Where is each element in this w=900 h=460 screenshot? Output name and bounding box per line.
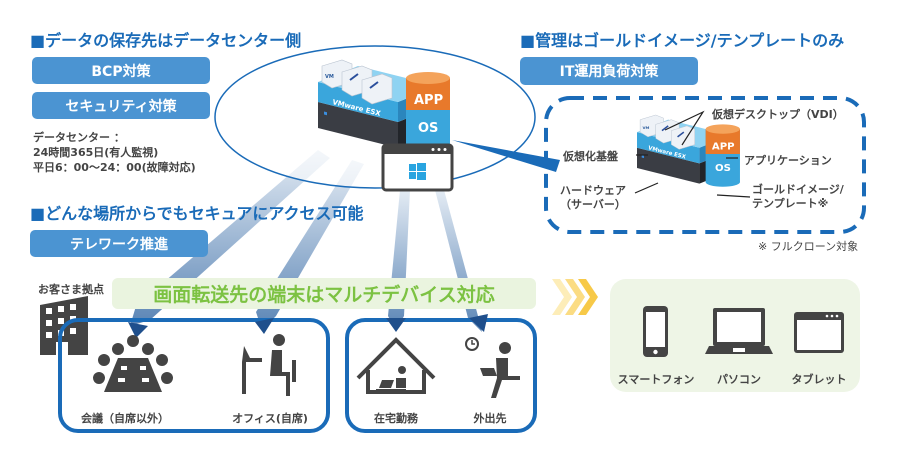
smartphone-icon	[643, 306, 668, 357]
vm-label: VM	[325, 74, 334, 80]
os-label: OS	[418, 121, 438, 136]
golden-image-label: ゴールドイメージ/ テンプレート※	[752, 183, 844, 211]
outside-worker-icon	[465, 337, 520, 398]
server-detail-icon: VMware ESX VM APP OS	[636, 114, 741, 188]
remote-group	[345, 318, 537, 433]
hardware-label: ハードウェア （サーバー）	[560, 184, 626, 212]
virtualization-label: 仮想化基盤	[563, 150, 618, 163]
tablet-window-icon	[794, 312, 844, 353]
chevron-right-icon	[552, 279, 598, 315]
customer-site-group	[58, 318, 330, 433]
callout-pointer	[452, 140, 560, 172]
datacenter-line: データセンター ：	[33, 131, 125, 144]
datacenter-heading: ■データの保存先はデータセンター側	[30, 31, 302, 50]
it-ops-pill: IT運用負荷対策	[520, 57, 698, 85]
os-label-detail: OS	[715, 163, 731, 174]
bcp-pill: BCP対策	[32, 57, 210, 84]
laptop-icon	[705, 308, 773, 354]
datacenter-line: 平日6：00～24：00(故障対応)	[33, 161, 196, 174]
golden-line: テンプレート※	[752, 197, 829, 210]
home-office-icon	[356, 337, 436, 394]
datacenter-info: データセンター ： 24時間365日(有人監視) 平日6：00～24：00(故障…	[33, 130, 196, 175]
device-label-smartphone: スマートフォン	[617, 373, 695, 386]
customer-site-label: お客さま拠点	[38, 283, 104, 296]
full-clone-footnote: ※ フルクローン対象	[758, 240, 859, 253]
application-label: アプリケーション	[744, 154, 832, 167]
device-label-pc: パソコン	[717, 373, 761, 386]
arrowheads	[128, 314, 488, 338]
leader-lines	[634, 110, 751, 198]
app-label-detail: APP	[712, 141, 735, 152]
meeting-icon	[93, 335, 173, 392]
hardware-line: （サーバー）	[560, 198, 626, 211]
gold-image-dashed-box	[544, 96, 866, 234]
office-worker-icon	[242, 334, 296, 396]
hardware-line: ハードウェア	[560, 184, 626, 197]
server-icon: VMware ESX VM APP OS	[317, 59, 451, 153]
access-heading: ■どんな場所からでもセキュアにアクセス可能	[30, 204, 364, 223]
management-heading: ■管理はゴールドイメージ/テンプレートのみ	[520, 31, 845, 50]
location-label-outside: 外出先	[473, 412, 507, 425]
location-label-home: 在宅勤務	[374, 412, 418, 425]
windows-window-icon	[381, 143, 454, 192]
device-label-tablet: タブレット	[791, 373, 847, 386]
location-label-office: オフィス(自席)	[232, 412, 308, 425]
security-pill: セキュリティ対策	[32, 92, 210, 119]
multi-device-banner: 画面転送先の端末はマルチデバイス対応	[112, 278, 536, 309]
app-label: APP	[414, 93, 443, 108]
location-label-meeting: 会議（自席以外）	[81, 412, 169, 425]
telework-pill: テレワーク推進	[30, 230, 208, 257]
vdi-label: 仮想デスクトップ（VDI）	[712, 108, 844, 121]
vm-label-detail: VM	[642, 125, 649, 130]
golden-line: ゴールドイメージ/	[752, 183, 844, 196]
datacenter-line: 24時間365日(有人監視)	[33, 146, 159, 159]
